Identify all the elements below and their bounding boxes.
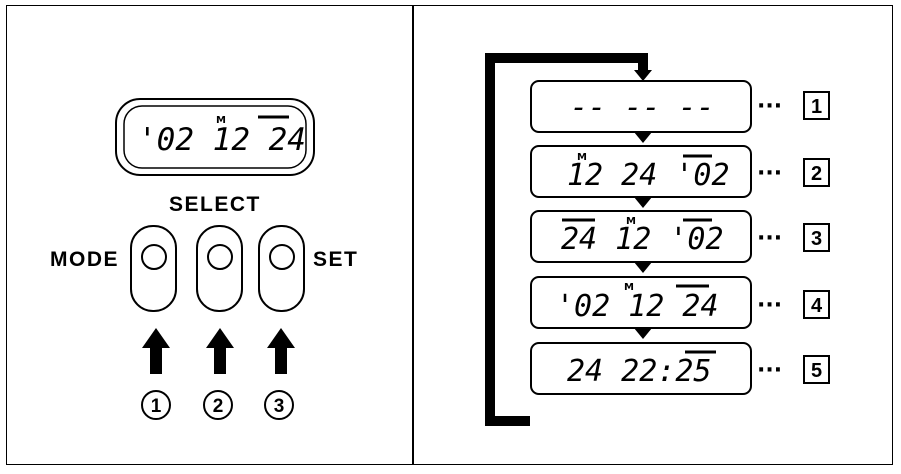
svg-text:1: 1 — [811, 96, 822, 118]
svg-text:-- -- --: -- -- -- — [570, 90, 715, 125]
display-row-5: 24 22:25 — [530, 342, 752, 395]
svg-text:2: 2 — [811, 163, 822, 185]
svg-text:···: ··· — [757, 161, 782, 186]
month-marker: M — [216, 115, 226, 126]
outer-frame — [6, 5, 893, 465]
panel-divider — [412, 5, 414, 465]
set-button[interactable] — [258, 225, 305, 312]
arrow-up-icon — [267, 328, 295, 374]
svg-text:M: M — [624, 282, 634, 293]
svg-text:···: ··· — [757, 358, 782, 383]
loop-bracket — [485, 53, 648, 426]
display-row-1: -- -- -- — [530, 80, 752, 133]
arrow-down-icon — [634, 70, 652, 81]
svg-text:5: 5 — [811, 360, 822, 382]
arrow-down-icon — [634, 262, 652, 273]
step-label-1: ··· 1 — [757, 91, 830, 120]
svg-text:···: ··· — [757, 293, 782, 318]
svg-text:'02 12 24: '02 12 24 — [556, 289, 719, 324]
display-row-2: M 12 24 '02 — [530, 145, 752, 198]
arrow-up-icon — [206, 328, 234, 374]
svg-text:···: ··· — [757, 94, 782, 119]
select-label: SELECT — [169, 193, 261, 216]
circled-number-2: 2 — [203, 390, 233, 420]
step-label-4: ··· 4 — [757, 290, 830, 319]
svg-text:2: 2 — [213, 396, 224, 417]
display-row-3: M 24 12 '02 — [530, 210, 752, 263]
set-label: SET — [313, 248, 359, 271]
svg-text:···: ··· — [757, 226, 782, 251]
svg-text:4: 4 — [811, 295, 823, 317]
lcd-text: '02 12 24 — [138, 122, 306, 158]
arrow-down-icon — [634, 132, 652, 143]
svg-text:12 24 '02: 12 24 '02 — [567, 158, 730, 193]
mode-label: MODE — [50, 248, 119, 271]
svg-text:3: 3 — [274, 396, 285, 417]
select-button[interactable] — [196, 225, 243, 312]
svg-text:M: M — [626, 216, 636, 227]
arrow-up-icon — [142, 328, 170, 374]
circled-number-3: 3 — [264, 390, 294, 420]
arrow-down-icon — [634, 197, 652, 208]
display-row-4: M '02 12 24 — [530, 276, 752, 329]
arrow-down-icon — [634, 328, 652, 339]
mode-button[interactable] — [130, 225, 177, 312]
svg-text:24 12 '02: 24 12 '02 — [561, 222, 724, 257]
lcd-display: '02 12 24 M — [115, 98, 315, 176]
step-label-5: ··· 5 — [757, 355, 830, 384]
step-label-2: ··· 2 — [757, 158, 830, 187]
svg-text:24 22:25: 24 22:25 — [567, 354, 712, 389]
circled-number-1: 1 — [141, 390, 171, 420]
svg-text:3: 3 — [811, 228, 822, 250]
svg-text:1: 1 — [151, 396, 162, 417]
step-label-3: ··· 3 — [757, 223, 830, 252]
svg-text:M: M — [577, 152, 587, 163]
